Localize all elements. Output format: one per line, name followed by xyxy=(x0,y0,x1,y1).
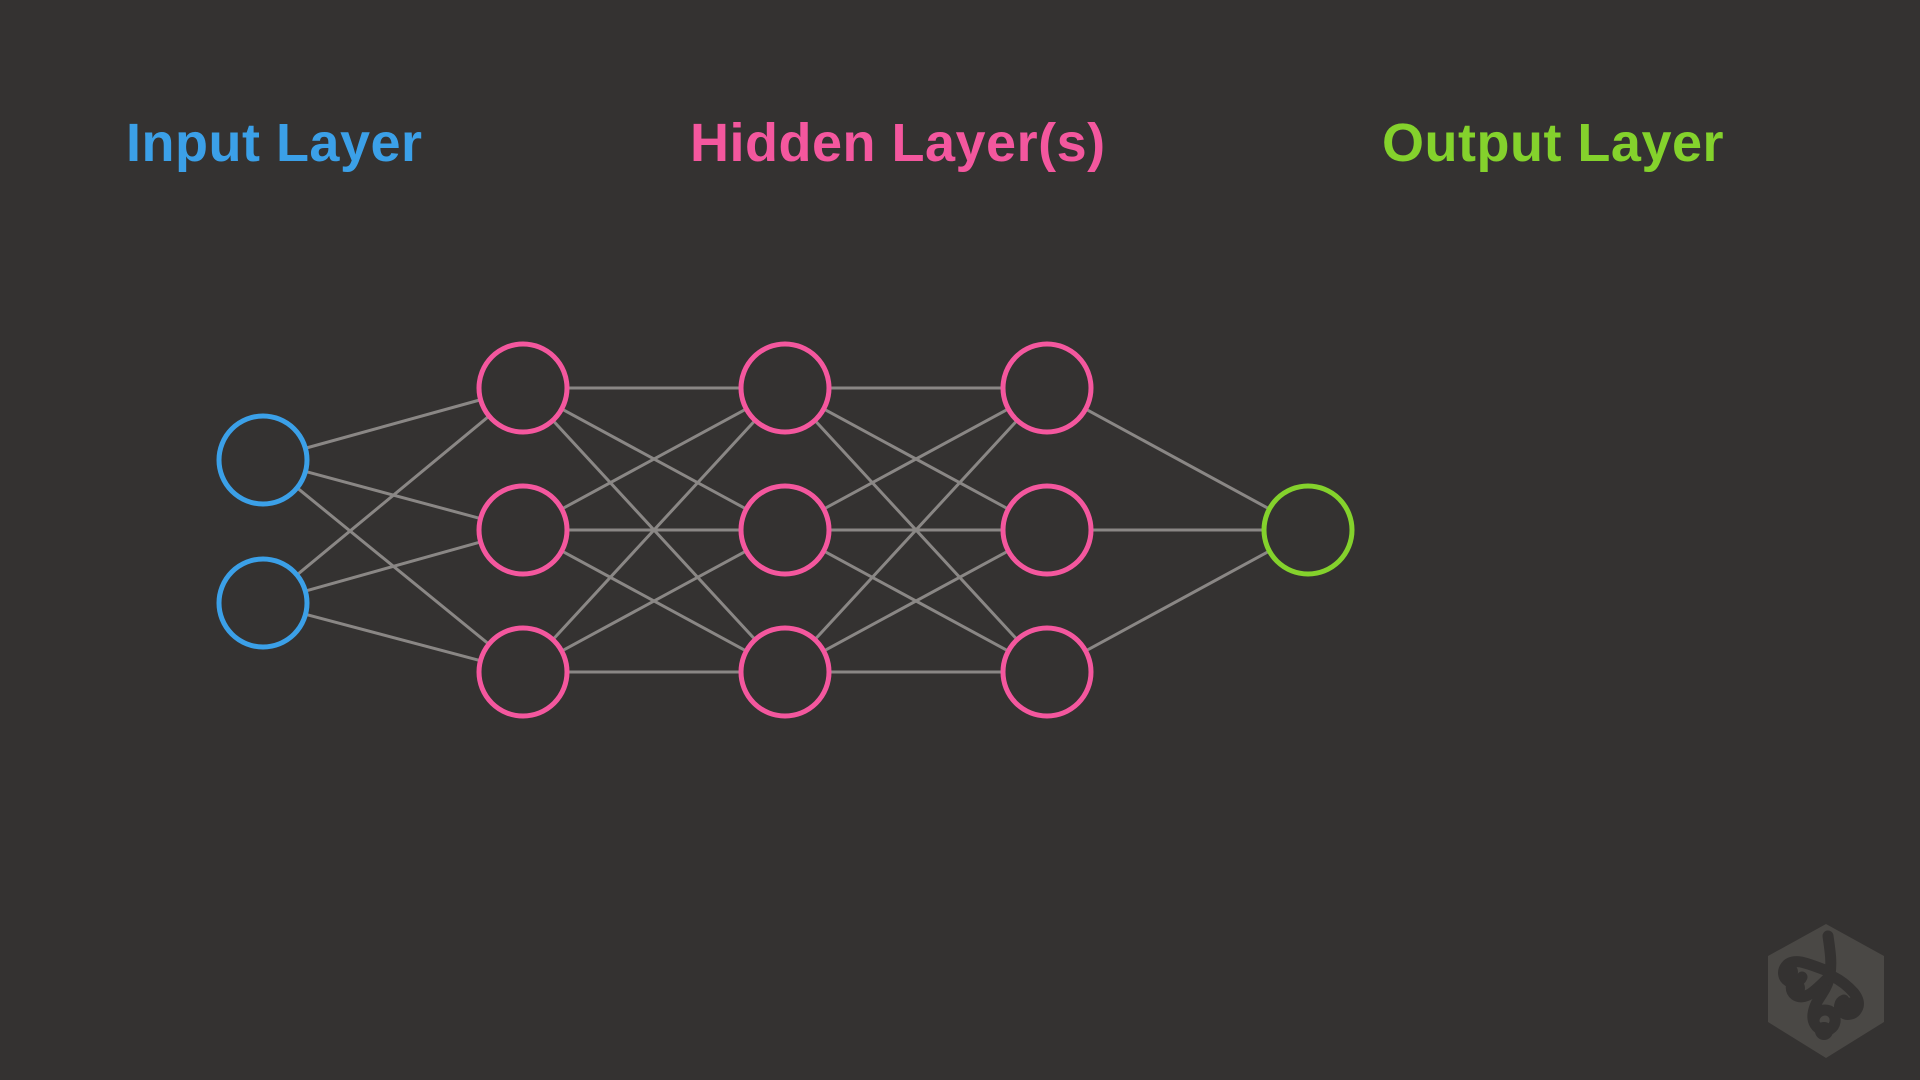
edge-input-0-to-hidden-1-0 xyxy=(303,398,483,450)
edge-input-1-to-hidden-1-0 xyxy=(295,414,491,577)
node-hidden-3-1[interactable] xyxy=(1000,341,1094,435)
node-input-1[interactable] xyxy=(216,413,310,507)
node-hidden-2-2[interactable] xyxy=(738,483,832,577)
edge-input-1-to-hidden-1-1 xyxy=(303,540,483,593)
nodes-group xyxy=(216,341,1355,719)
edge-hidden-3-2-to-output-0 xyxy=(1084,549,1271,653)
edge-input-1-to-hidden-1-2 xyxy=(304,612,482,663)
node-hidden-2-1[interactable] xyxy=(738,341,832,435)
node-hidden-2-3[interactable] xyxy=(738,625,832,719)
layer-label-input: Input Layer xyxy=(126,113,423,173)
edge-hidden-1-2-to-hidden-2-1 xyxy=(560,549,748,653)
edge-hidden-1-1-to-hidden-2-0 xyxy=(560,407,748,511)
edge-hidden-2-2-to-hidden-3-1 xyxy=(822,549,1010,653)
node-input-2[interactable] xyxy=(216,556,310,650)
layer-label-hidden: Hidden Layer(s) xyxy=(690,113,1106,173)
edge-hidden-2-2-to-hidden-3-0 xyxy=(813,418,1019,642)
node-hidden-1-1[interactable] xyxy=(476,341,570,435)
edge-hidden-1-2-to-hidden-2-0 xyxy=(551,418,757,642)
edge-hidden-2-1-to-hidden-3-0 xyxy=(822,407,1010,511)
node-hidden-3-3[interactable] xyxy=(1000,625,1094,719)
layer-label-output: Output Layer xyxy=(1382,113,1725,173)
node-hidden-1-3[interactable] xyxy=(476,625,570,719)
node-hidden-1-2[interactable] xyxy=(476,483,570,577)
watermark-neuron-glyph xyxy=(1778,930,1864,1040)
node-output-1[interactable] xyxy=(1261,483,1355,577)
treehouse-hexagon-logo-watermark xyxy=(1768,924,1884,1058)
node-hidden-3-2[interactable] xyxy=(1000,483,1094,577)
edge-hidden-3-0-to-output-0 xyxy=(1084,407,1271,511)
edges-group xyxy=(295,386,1271,674)
